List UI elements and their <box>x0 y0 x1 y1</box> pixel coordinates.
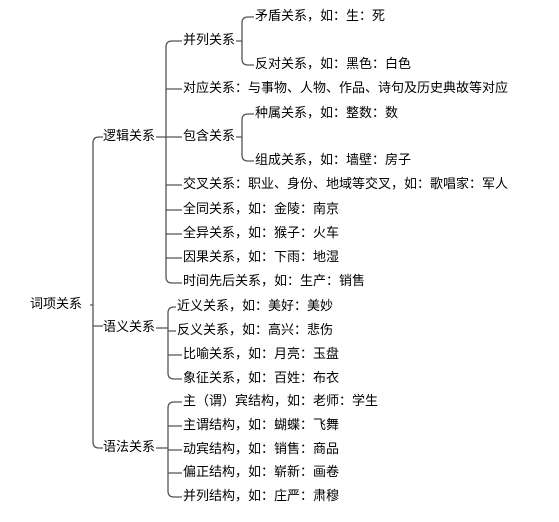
verb-object-structure: 动宾结构，如：销售：商品 <box>183 442 340 457</box>
logic-connector <box>156 40 182 284</box>
synonym-relation: 近义关系，如：美好：美妙 <box>177 299 334 314</box>
metaphor-relation: 比喻关系，如：月亮：玉盘 <box>183 347 340 362</box>
composition-relation: 组成关系，如：墙壁：房子 <box>255 153 412 168</box>
grammar-connector <box>156 401 182 498</box>
inclusion-connector <box>236 113 254 162</box>
genus-species-relation: 种属关系，如：整数：数 <box>255 106 399 121</box>
root-connector <box>90 136 103 449</box>
grammar-relation-label: 语法关系 <box>103 440 156 455</box>
subject-predicate-structure: 主谓结构，如：蝴蝶：飞舞 <box>183 418 340 433</box>
contrary-relation: 反对关系，如：黑色：白色 <box>255 57 412 72</box>
parallel-relation-label: 并列关系 <box>183 33 236 48</box>
contradictory-relation: 矛盾关系，如：生：死 <box>255 9 386 24</box>
temporal-relation: 时间先后关系，如：生产：销售 <box>183 274 366 289</box>
inclusion-relation-label: 包含关系 <box>183 129 236 144</box>
correspondence-relation: 对应关系：与事物、人物、作品、诗句及历史典故等对应 <box>183 81 509 96</box>
difference-relation: 全异关系，如：猴子：火车 <box>183 226 340 241</box>
symbol-relation: 象征关系，如：百姓：布衣 <box>183 371 340 386</box>
modifier-structure: 偏正结构，如：崭新：画卷 <box>183 465 340 480</box>
coordinate-structure: 并列结构，如：庄严：肃穆 <box>183 489 340 504</box>
antonym-relation: 反义关系，如：高兴：悲伤 <box>177 323 334 338</box>
root-label: 词项关系 <box>30 297 83 312</box>
logic-relation-label: 逻辑关系 <box>103 129 156 144</box>
semantic-relation-label: 语义关系 <box>103 320 156 335</box>
identity-relation: 全同关系，如：金陵：南京 <box>183 202 340 217</box>
svo-structure: 主（谓）宾结构，如：老师：学生 <box>183 394 379 409</box>
cross-relation: 交叉关系：职业、身份、地域等交叉，如：歌唱家：军人 <box>183 177 509 192</box>
causal-relation: 因果关系，如：下雨：地湿 <box>183 250 340 265</box>
parallel-connector <box>236 16 254 66</box>
semantic-connector <box>156 306 182 380</box>
